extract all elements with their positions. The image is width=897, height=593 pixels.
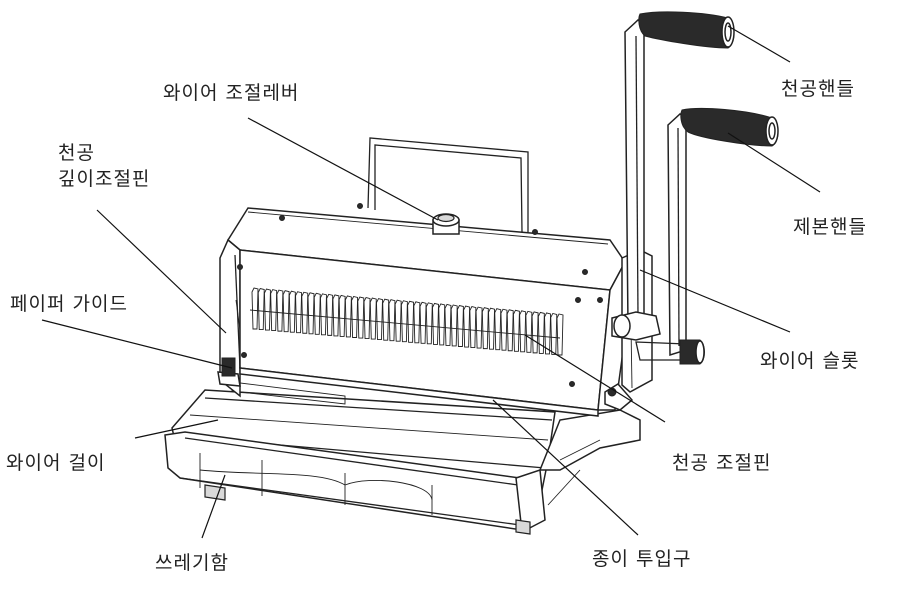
comb-slot [363, 297, 371, 340]
comb-slot [320, 293, 327, 336]
comb-slot [394, 299, 402, 342]
comb-slot [494, 308, 502, 351]
comb-slot [369, 297, 377, 340]
leader-paper-guide [41, 319, 233, 369]
comb-slot [376, 298, 383, 341]
comb-slot [481, 307, 489, 350]
comb-slot [276, 289, 284, 332]
comb-slot [419, 301, 427, 344]
comb-slot [519, 310, 527, 353]
comb-slot [263, 288, 271, 331]
label-wire-adjust-lever: 와이어 조절레버 [163, 82, 300, 104]
label-punch-depth-pin-line2: 깊이조절핀 [58, 168, 151, 190]
comb-slot [432, 302, 439, 345]
binding-handle [635, 107, 779, 365]
comb-slot [251, 287, 259, 330]
comb-slot [500, 308, 508, 351]
label-paper-guide: 페이퍼 가이드 [10, 293, 128, 315]
leader-paper-inlet [492, 399, 639, 536]
comb-slot [425, 302, 433, 345]
comb-slot [295, 291, 303, 334]
leader-punch-adjust-pin [524, 334, 666, 423]
label-paper-inlet: 종이 투입구 [592, 548, 692, 570]
comb-slot [525, 310, 533, 353]
comb-slot [257, 288, 265, 330]
comb-slot [531, 311, 539, 354]
comb-slot [326, 293, 334, 336]
comb-slot [307, 292, 315, 335]
comb-slot [556, 313, 564, 356]
comb-slot [450, 304, 458, 347]
leader-lines [41, 25, 821, 539]
comb-slot [488, 307, 495, 350]
label-punch-adjust-pin: 천공 조절핀 [672, 452, 772, 474]
comb-slot [512, 309, 520, 352]
comb-slot [463, 305, 471, 348]
comb-slot [506, 309, 514, 352]
comb-slot [382, 298, 390, 341]
comb-slot [357, 296, 365, 339]
label-wire-slot: 와이어 슬롯 [760, 350, 860, 372]
comb-slot [438, 303, 446, 346]
punch-comb-slots [249, 287, 564, 356]
label-punch-depth-pin-line1: 천공 [58, 142, 95, 164]
comb-slot [332, 294, 340, 337]
comb-slot [407, 300, 415, 343]
comb-slot [288, 290, 296, 333]
label-punch-handle: 천공핸들 [781, 78, 855, 100]
comb-slot [270, 289, 278, 332]
leader-punch-handle [727, 25, 791, 63]
label-binding-handle: 제본핸들 [793, 216, 867, 238]
comb-slot [456, 304, 464, 347]
comb-rail [249, 309, 561, 339]
comb-slot [550, 312, 558, 355]
comb-slot [351, 295, 359, 338]
comb-slot [313, 292, 321, 335]
label-wire-hanger: 와이어 걸이 [6, 452, 106, 474]
comb-slot [301, 291, 309, 334]
comb-slot [282, 290, 290, 333]
comb-slot [344, 295, 352, 338]
leader-wire-adjust-lever [247, 117, 439, 221]
base-tray [164, 381, 641, 535]
comb-slot [388, 299, 396, 342]
comb-slot [413, 301, 421, 344]
leader-punch-depth-pin [96, 209, 227, 334]
main-housing [219, 203, 631, 417]
comb-slot [444, 303, 452, 346]
comb-slot [400, 300, 408, 343]
comb-slot [469, 306, 477, 349]
leader-waste-bin [201, 474, 226, 539]
comb-slot [475, 306, 483, 349]
comb-slot [338, 294, 346, 337]
leader-binding-handle [727, 132, 821, 193]
punch-handle [611, 11, 735, 341]
leader-wire-hanger [134, 419, 219, 439]
label-waste-bin: 쓰레기함 [155, 552, 229, 574]
leader-wire-slot [639, 269, 791, 333]
wire-adjust-knob [367, 137, 529, 235]
comb-slot [537, 311, 545, 354]
